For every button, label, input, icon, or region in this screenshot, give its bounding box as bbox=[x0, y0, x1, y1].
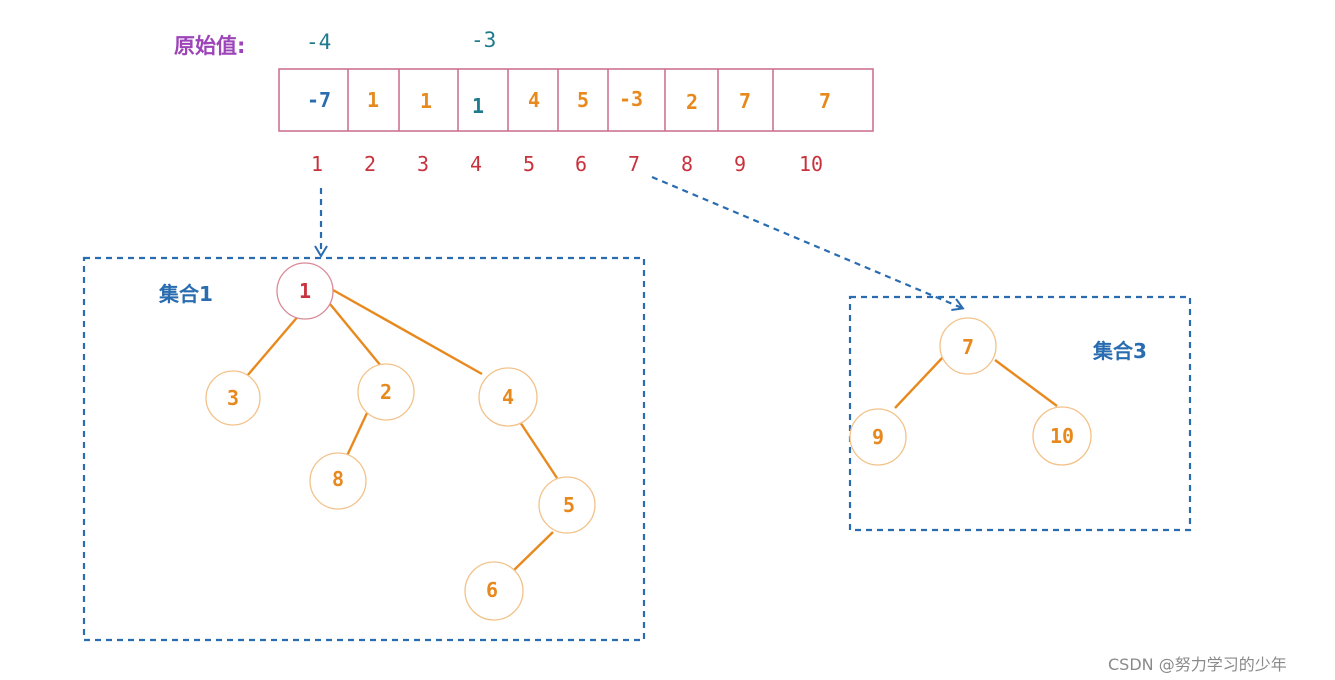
array-cell-4: 1 bbox=[472, 94, 485, 118]
array-cell-3: 1 bbox=[420, 89, 433, 113]
original-value-index4: -3 bbox=[471, 28, 497, 52]
original-values-label: 原始值: bbox=[174, 34, 246, 58]
watermark: CSDN @努力学习的少年 bbox=[1108, 655, 1287, 674]
tree-edge bbox=[329, 303, 382, 367]
node-circle-3 bbox=[205, 370, 261, 426]
node-circle-4 bbox=[478, 367, 538, 427]
tree-edge bbox=[994, 359, 1058, 407]
set3-box bbox=[848, 295, 1192, 532]
node-label-1: 1 bbox=[298, 279, 312, 303]
tree-edge bbox=[246, 313, 301, 377]
array-cell-5: 4 bbox=[528, 88, 541, 112]
array-index-1: 1 bbox=[311, 152, 324, 176]
array-cell-10: 7 bbox=[819, 89, 832, 113]
array-index-4: 4 bbox=[470, 152, 483, 176]
node-circle-9 bbox=[849, 408, 907, 466]
original-value-index1: -4 bbox=[306, 30, 332, 54]
node-circle-8 bbox=[309, 452, 367, 510]
node-label-6: 6 bbox=[485, 578, 499, 602]
tree-edge bbox=[511, 531, 554, 573]
array-index-7: 7 bbox=[628, 152, 641, 176]
node-label-4: 4 bbox=[501, 385, 515, 409]
tree-edge bbox=[332, 288, 483, 376]
tree-edge bbox=[894, 355, 945, 409]
node-circle-2 bbox=[357, 363, 415, 421]
node-label-10: 10 bbox=[1049, 424, 1075, 448]
array-cell-2: 1 bbox=[367, 88, 380, 112]
array-cell-9: 7 bbox=[739, 89, 752, 113]
node-circle-6 bbox=[464, 561, 524, 621]
dashed-arrow-to-set3 bbox=[651, 175, 965, 312]
array-index-6: 6 bbox=[575, 152, 588, 176]
node-circle-10 bbox=[1032, 406, 1092, 466]
tree-edge bbox=[344, 412, 369, 459]
array-cell-6: 5 bbox=[577, 88, 590, 112]
array-box bbox=[278, 68, 874, 132]
node-circle-1 bbox=[276, 262, 334, 320]
array-index-8: 8 bbox=[681, 152, 694, 176]
set1-box bbox=[82, 256, 646, 642]
array-index-3: 3 bbox=[417, 152, 430, 176]
array-index-5: 5 bbox=[523, 152, 536, 176]
node-circle-7 bbox=[939, 317, 997, 375]
node-label-8: 8 bbox=[331, 467, 345, 491]
node-label-3: 3 bbox=[226, 386, 240, 410]
node-circle-5 bbox=[538, 476, 596, 534]
tree-edge bbox=[518, 421, 559, 479]
array-cell-7: -3 bbox=[619, 87, 644, 111]
node-label-5: 5 bbox=[562, 493, 576, 517]
array-cell-8: 2 bbox=[686, 90, 699, 114]
set1-label: 集合1 bbox=[159, 282, 213, 306]
node-label-7: 7 bbox=[961, 335, 975, 359]
set3-label: 集合3 bbox=[1093, 339, 1147, 363]
node-label-2: 2 bbox=[379, 380, 393, 404]
array-index-10: 10 bbox=[799, 152, 824, 176]
array-index-2: 2 bbox=[364, 152, 377, 176]
array-cell-1: -7 bbox=[307, 88, 332, 112]
array-index-9: 9 bbox=[734, 152, 747, 176]
node-label-9: 9 bbox=[871, 425, 885, 449]
